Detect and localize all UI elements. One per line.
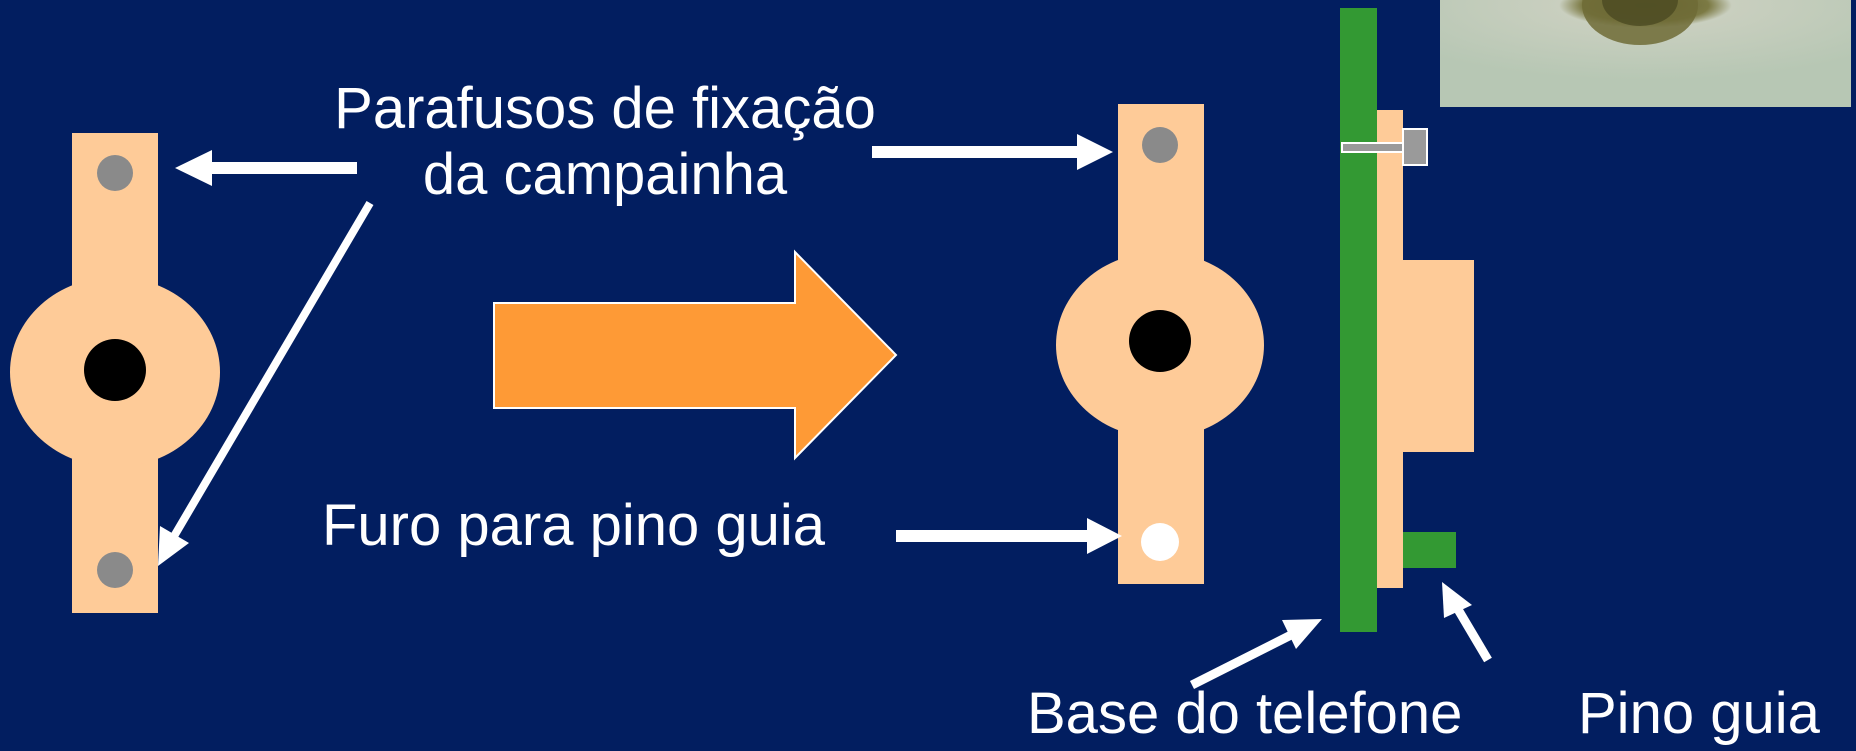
screw-hole-top-left — [97, 155, 133, 191]
screws-label: Parafusos de fixação da campainha — [295, 80, 915, 204]
arrow-to-bottom-left-screw — [158, 200, 374, 566]
photo-thumbnail — [1440, 0, 1851, 107]
screw-hole-bottom-left — [97, 552, 133, 588]
phone-base-label: Base do telefone — [1027, 681, 1463, 746]
transition-arrow — [493, 249, 898, 461]
bell-bracket-right — [1056, 104, 1264, 584]
arrow-to-top-right-screw — [872, 134, 1113, 170]
guide-hole-label: Furo para pino guia — [322, 493, 825, 558]
screws-label-line1: Parafusos de fixação — [334, 76, 876, 141]
side-view — [1340, 8, 1474, 632]
bell-bracket-left — [10, 133, 220, 613]
bracket-side — [1377, 110, 1403, 588]
center-hole-left — [84, 339, 146, 401]
guide-pin-side — [1403, 532, 1456, 568]
arrow-to-top-left-screw — [175, 150, 357, 186]
screw-hole-top-right — [1142, 127, 1178, 163]
arrow-to-guide-hole — [896, 518, 1122, 554]
arrow-to-phone-base — [1189, 619, 1322, 690]
screws-label-line2: da campainha — [422, 142, 788, 207]
guide-pin-hole — [1141, 523, 1179, 561]
screw-shaft-side — [1341, 142, 1404, 153]
guide-pin-label: Pino guia — [1578, 681, 1820, 746]
bell-body-side — [1403, 260, 1474, 452]
center-hole-right — [1129, 310, 1191, 372]
phone-base-side — [1340, 8, 1377, 632]
screw-head-side — [1402, 128, 1428, 166]
arrow-to-guide-pin — [1442, 582, 1492, 663]
